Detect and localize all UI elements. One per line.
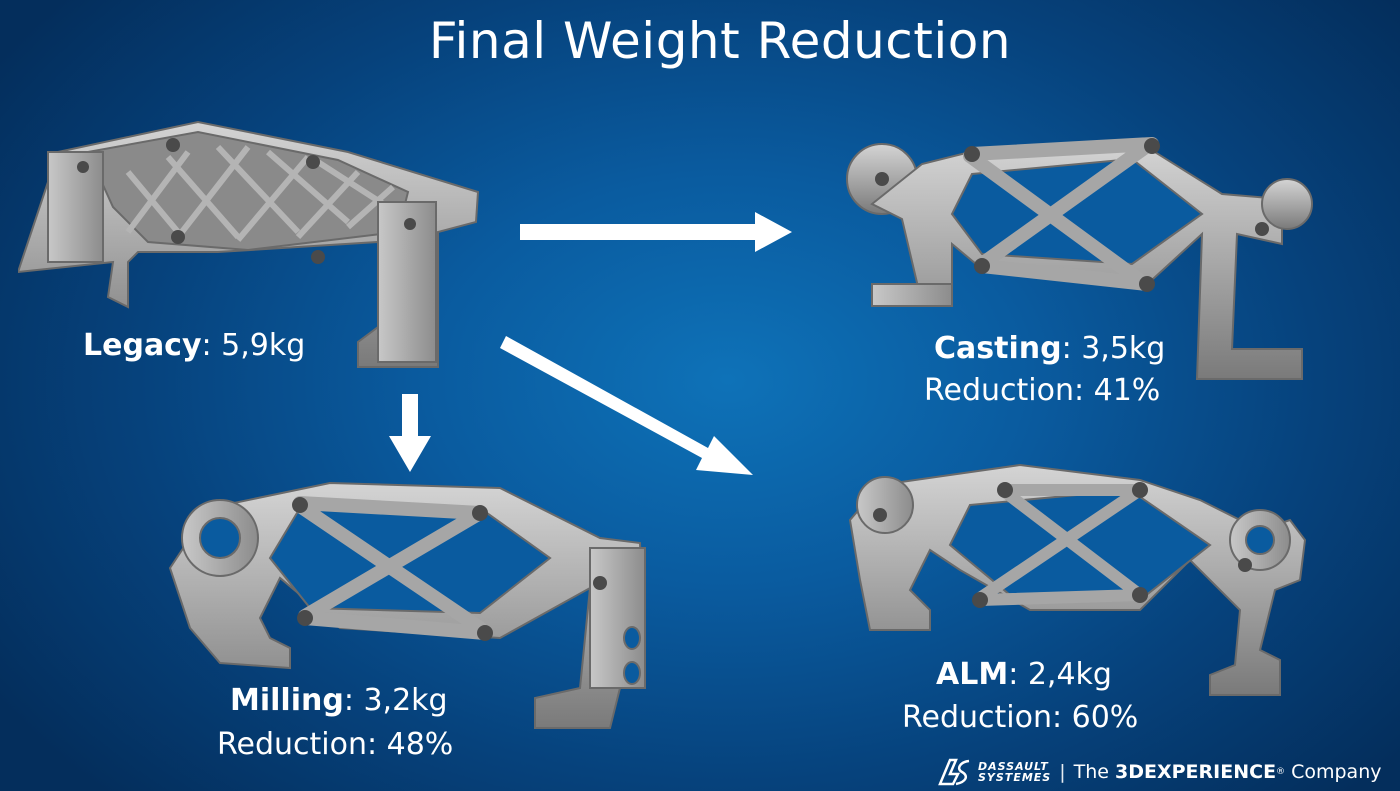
logo-line-2: SYSTEMES (978, 771, 1052, 784)
alm-reduction: Reduction: 60% (902, 700, 1139, 735)
milling-weight: : 3,2kg (343, 683, 448, 718)
alm-part-image (848, 463, 1307, 696)
casting-part-image (846, 137, 1313, 380)
logo-line-1: DASSAULT (978, 760, 1049, 773)
casting-label: Casting: 3,5kg (934, 328, 1165, 370)
casting-weight: : 3,5kg (1061, 331, 1166, 366)
page-title: Final Weight Reduction (428, 12, 1012, 70)
milling-reduction: Reduction: 48% (217, 727, 454, 762)
right-arrow-icon (520, 212, 792, 252)
dassault-wordmark: DASSAULT SYSTEMES (978, 761, 1051, 783)
legacy-label: Legacy: 5,9kg (83, 325, 305, 367)
brand-registered: ® (1276, 767, 1286, 777)
dassault-brand: DASSAULT SYSTEMES | The 3DEXPERIENCE ® C… (936, 754, 1381, 790)
milling-name: Milling (230, 683, 344, 718)
milling-label: Milling: 3,2kg (230, 680, 448, 722)
dassault-logo-icon (938, 758, 970, 786)
brand-product: 3DEXPERIENCE (1115, 761, 1277, 783)
diagonal-arrow-icon (500, 336, 753, 475)
alm-name: ALM (936, 657, 1009, 692)
legacy-part-image (18, 120, 480, 368)
alm-weight: : 2,4kg (1008, 657, 1112, 692)
casting-name: Casting (934, 331, 1062, 366)
legacy-name: Legacy (83, 328, 202, 363)
down-arrow-icon (389, 394, 431, 472)
alm-label: ALM: 2,4kg (936, 654, 1112, 696)
legacy-weight: : 5,9kg (201, 328, 306, 363)
brand-separator: | (1059, 761, 1066, 783)
brand-the: The (1073, 761, 1116, 783)
brand-company: Company (1285, 761, 1382, 783)
milling-part-image (168, 481, 647, 729)
casting-reduction: Reduction: 41% (924, 373, 1161, 408)
